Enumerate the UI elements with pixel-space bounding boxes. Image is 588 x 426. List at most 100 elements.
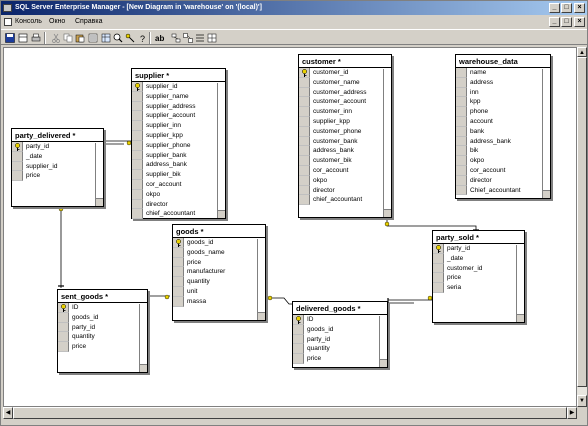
row-selector[interactable] <box>456 77 467 88</box>
column-row[interactable]: massa <box>173 296 265 307</box>
column-row[interactable]: customer_address <box>299 87 391 98</box>
row-selector[interactable] <box>456 136 467 147</box>
row-selector[interactable] <box>456 126 467 137</box>
new-table-icon[interactable] <box>18 33 28 43</box>
table-scrollbar[interactable] <box>516 245 524 322</box>
row-selector[interactable] <box>299 97 310 108</box>
row-selector[interactable] <box>132 150 143 161</box>
column-row[interactable]: price <box>433 273 524 284</box>
column-row[interactable]: quantity <box>293 344 387 355</box>
row-selector[interactable] <box>12 171 23 182</box>
column-row[interactable]: supplier_bik <box>132 170 225 180</box>
cut-icon[interactable] <box>51 33 61 43</box>
row-selector[interactable] <box>299 87 310 98</box>
row-selector[interactable] <box>58 312 69 323</box>
zoom-icon[interactable] <box>113 33 123 43</box>
row-selector[interactable] <box>299 126 310 137</box>
column-row[interactable]: ID <box>58 303 147 313</box>
row-selector[interactable] <box>173 277 184 287</box>
column-row[interactable]: price <box>58 342 147 352</box>
column-row[interactable]: name <box>456 68 550 78</box>
row-selector[interactable] <box>299 165 310 176</box>
row-selector[interactable] <box>293 324 304 335</box>
row-selector[interactable] <box>299 146 310 157</box>
column-row[interactable]: customer_phone <box>299 126 391 137</box>
print-icon[interactable] <box>31 33 41 43</box>
doc-close-button[interactable]: × <box>574 17 585 27</box>
column-row[interactable]: Chief_accountant <box>456 185 550 196</box>
row-selector[interactable] <box>456 97 467 108</box>
save-icon[interactable] <box>5 33 15 43</box>
row-selector[interactable] <box>293 354 304 364</box>
column-row[interactable]: chief_accountant <box>299 195 391 206</box>
menu-console[interactable]: Консоль <box>15 18 42 25</box>
row-selector[interactable] <box>433 244 444 254</box>
row-selector[interactable] <box>58 303 69 313</box>
column-row[interactable]: supplier_kpp <box>132 130 225 141</box>
column-row[interactable]: director <box>456 175 550 186</box>
table-title[interactable]: party_sold * <box>433 231 524 244</box>
row-selector[interactable] <box>299 185 310 196</box>
row-selector[interactable] <box>132 82 143 92</box>
table-title[interactable]: supplier * <box>132 69 225 82</box>
column-row[interactable]: cor_account <box>456 165 550 176</box>
table-scrollbar[interactable] <box>257 239 265 320</box>
column-row[interactable]: customer_id <box>299 68 391 78</box>
column-row[interactable]: director <box>299 185 391 196</box>
column-row[interactable]: quantity <box>173 277 265 287</box>
row-selector[interactable] <box>173 247 184 258</box>
relationship-party-delivered-sent-goods[interactable] <box>58 206 64 288</box>
row-selector[interactable] <box>433 273 444 284</box>
column-row[interactable]: customer_bik <box>299 156 391 166</box>
label-icon[interactable]: ab <box>155 33 169 43</box>
column-row[interactable]: customer_name <box>299 77 391 88</box>
column-row[interactable]: manufacturer <box>173 267 265 278</box>
column-row[interactable]: bank <box>456 126 550 137</box>
column-row[interactable]: supplier_id <box>12 161 103 172</box>
column-row[interactable]: supplier_address <box>132 101 225 112</box>
layout-icon[interactable] <box>171 33 181 43</box>
properties-icon[interactable] <box>88 33 98 43</box>
row-selector[interactable] <box>132 170 143 180</box>
column-row[interactable]: okpo <box>132 189 225 200</box>
row-selector[interactable] <box>456 146 467 157</box>
row-selector[interactable] <box>132 130 143 141</box>
row-selector[interactable] <box>173 267 184 278</box>
row-selector[interactable] <box>132 179 143 190</box>
row-selector[interactable] <box>299 175 310 186</box>
relationship-supplier-party-delivered[interactable] <box>101 140 132 146</box>
row-selector[interactable] <box>433 253 444 264</box>
column-row[interactable]: price <box>173 257 265 268</box>
column-row[interactable]: director <box>132 199 225 210</box>
row-selector[interactable] <box>299 116 310 127</box>
column-row[interactable]: phone <box>456 107 550 117</box>
table-title[interactable]: sent_goods * <box>58 290 147 303</box>
row-selector[interactable] <box>299 136 310 147</box>
question-icon[interactable]: ? <box>137 33 147 43</box>
table-title[interactable]: goods * <box>173 225 265 238</box>
row-selector[interactable] <box>293 334 304 345</box>
column-row[interactable]: address_bank <box>132 160 225 171</box>
key-icon[interactable] <box>125 33 135 43</box>
grid-icon[interactable] <box>207 33 217 43</box>
row-selector[interactable] <box>132 189 143 200</box>
column-row[interactable]: goods_id <box>173 238 265 248</box>
row-selector[interactable] <box>433 263 444 274</box>
table-scrollbar[interactable] <box>217 83 225 218</box>
resize-grip[interactable] <box>217 210 225 218</box>
row-selector[interactable] <box>299 156 310 166</box>
row-selector[interactable] <box>456 156 467 166</box>
column-row[interactable]: supplier_id <box>132 82 225 92</box>
column-row[interactable]: address_bank <box>299 146 391 157</box>
scroll-up-button[interactable]: ▲ <box>577 47 587 57</box>
row-selector[interactable] <box>132 111 143 122</box>
column-row[interactable]: goods_id <box>58 312 147 323</box>
row-selector[interactable] <box>456 87 467 98</box>
column-row[interactable]: bik <box>456 146 550 157</box>
column-row[interactable]: cor_account <box>132 179 225 190</box>
